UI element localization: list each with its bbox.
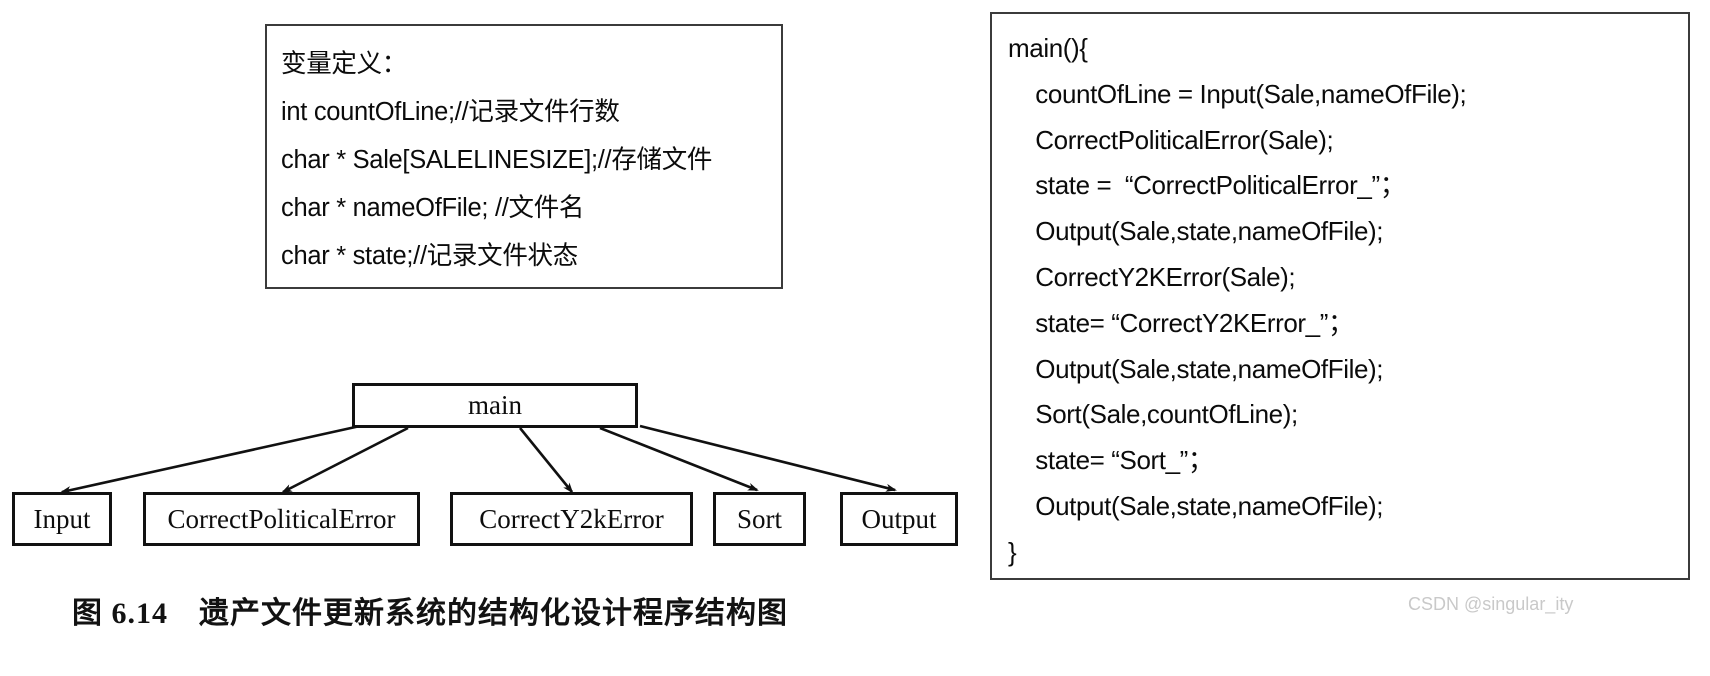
- code-line-1: countOfLine = Input(Sale,nameOfFile);: [1008, 78, 1467, 109]
- watermark-text: CSDN @singular_ity: [1408, 594, 1574, 614]
- code-line-3: state = “CorrectPoliticalError_”；: [1008, 170, 1406, 201]
- chart-node-main-label: main: [468, 390, 522, 420]
- chart-node-correcty2kerror-label: CorrectY2kError: [479, 503, 664, 534]
- arrow-main-to-sort: [599, 426, 759, 492]
- variable-definition-line-1: int countOfLine;//记录文件行数: [281, 98, 620, 126]
- variable-definition-line-0: 变量定义：: [281, 50, 408, 78]
- code-line-4: Output(Sale,state,nameOfFile);: [1008, 216, 1384, 247]
- chart-node-output: Output: [840, 492, 958, 546]
- arrow-main-to-correcty2kerror: [518, 427, 574, 494]
- variable-definition-line-2: char * Sale[SALELINESIZE];//存储文件: [281, 146, 713, 174]
- chart-node-sort-label: Sort: [736, 503, 782, 534]
- code-line-9: state= “Sort_”；: [1008, 445, 1214, 476]
- chart-node-correctpoliticalerror-label: CorrectPoliticalError: [167, 503, 396, 534]
- code-line-7: Output(Sale,state,nameOfFile);: [1008, 353, 1384, 384]
- arrow-main-to-input: [60, 424, 361, 494]
- variable-definition-line-3: char * nameOfFile; //文件名: [281, 194, 585, 222]
- chart-node-main: main: [352, 383, 638, 428]
- chart-node-correctpoliticalerror: CorrectPoliticalError: [143, 492, 420, 546]
- structure-chart: main Input CorrectPoliticalError Correct…: [0, 370, 980, 570]
- chart-node-input-label: Input: [33, 503, 91, 534]
- code-line-8: Sort(Sale,countOfLine);: [1008, 399, 1298, 430]
- code-line-5: CorrectY2KError(Sale);: [1008, 261, 1296, 292]
- code-line-11: }: [1008, 536, 1017, 567]
- arrow-main-to-correctpoliticalerror: [281, 426, 409, 494]
- chart-node-input: Input: [12, 492, 112, 546]
- chart-node-output-label: Output: [861, 503, 937, 534]
- arrow-main-to-output: [639, 424, 897, 492]
- figure-caption: 图 6.14 遗产文件更新系统的结构化设计程序结构图: [72, 597, 788, 630]
- code-line-2: CorrectPoliticalError(Sale);: [1008, 124, 1334, 155]
- main-code-box: main(){ countOfLine = Input(Sale,nameOfF…: [990, 12, 1690, 580]
- code-lines: main(){ countOfLine = Input(Sale,nameOfF…: [1008, 26, 1467, 576]
- chart-node-sort: Sort: [713, 492, 806, 546]
- code-line-6: state= “CorrectY2KError_”；: [1008, 307, 1354, 338]
- chart-node-correcty2kerror: CorrectY2kError: [450, 492, 693, 546]
- structure-chart-connectors: [60, 424, 897, 494]
- variable-definition-line-4: char * state;//记录文件状态: [281, 242, 578, 270]
- variable-definition-box: 变量定义： int countOfLine;//记录文件行数 char * Sa…: [265, 24, 783, 289]
- code-line-10: Output(Sale,state,nameOfFile);: [1008, 490, 1384, 521]
- code-line-0: main(){: [1008, 33, 1088, 63]
- variable-definition-lines: 变量定义： int countOfLine;//记录文件行数 char * Sa…: [281, 40, 781, 280]
